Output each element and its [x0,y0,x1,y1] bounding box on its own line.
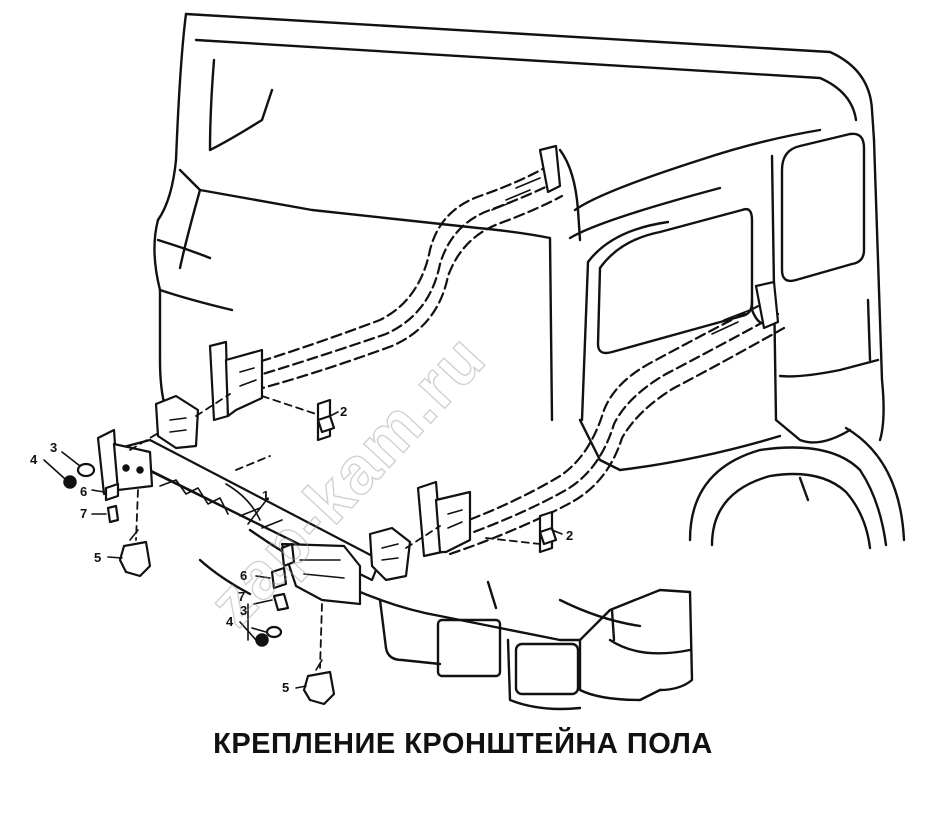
right-front-support [280,526,412,606]
bracket-2-lower [538,510,558,554]
right-floor-member [416,280,786,558]
projection-lines [129,393,541,669]
callout-6-right: 6 [240,568,247,583]
callout-7-left: 7 [80,506,87,521]
left-fastener-stack [63,462,152,578]
callout-3-right: 3 [240,603,247,618]
callout-7-right: 7 [238,589,245,604]
cab-outline [153,12,906,711]
callout-1: 1 [262,488,269,503]
callout-4-left: 4 [30,452,38,467]
bracket-2-upper [316,398,336,442]
callout-2-upper: 2 [340,404,347,419]
left-floor-member [208,144,564,422]
callout-2-lower: 2 [566,528,573,543]
left-front-support [96,394,200,496]
callout-labels: 1 2 2 3 4 6 7 5 6 7 3 4 5 [30,404,573,695]
leader-lines [43,411,563,689]
callout-5-right: 5 [282,680,289,695]
diagram-caption: КРЕПЛЕНИЕ КРОНШТЕЙНА ПОЛА [213,728,713,760]
right-fastener-stack [255,566,336,706]
callout-6-left: 6 [80,484,87,499]
callout-3-left: 3 [50,440,57,455]
callout-5-left: 5 [94,550,101,565]
callout-4-right: 4 [226,614,234,629]
